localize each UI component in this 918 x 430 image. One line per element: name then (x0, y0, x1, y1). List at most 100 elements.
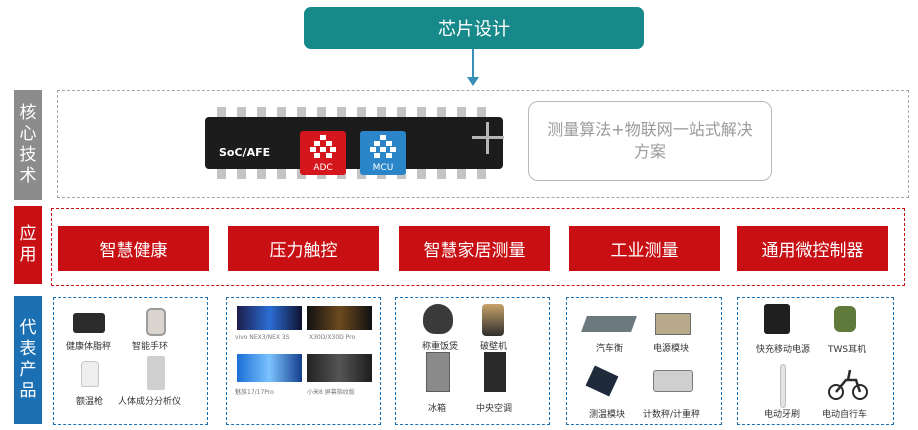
rice-cooker-icon (423, 304, 453, 334)
product-caption: vivo NEX3/NEX 3S (235, 334, 290, 341)
product-caption: TWS耳机 (828, 345, 867, 355)
body-analyzer-icon (147, 356, 165, 390)
app-label: 工业测量 (610, 241, 679, 261)
phone-meizu-image (237, 354, 302, 382)
product-caption: 电动自行车 (822, 410, 868, 420)
app-industrial: 工业测量 (569, 226, 720, 271)
product-caption: 健康体脂秤 (66, 342, 112, 352)
phone-x30d-image (307, 306, 372, 330)
products-touch: vivo NEX3/NEX 3S X30D/X30D Pro 魅族17/17Pr… (226, 297, 381, 425)
products-mcu: 快充移动电源 TWS耳机 电动牙刷 电动自行车 (737, 297, 894, 425)
chip-body: SoC/AFE ADC MCU (205, 117, 503, 175)
mcu-grid-icon (370, 135, 396, 158)
down-arrow-icon (467, 77, 479, 86)
mcu-label: MCU (372, 163, 394, 173)
chip-pin (437, 169, 446, 179)
product-caption: 破壁机 (480, 342, 508, 352)
solution-text: 测量算法+物联网一站式解决方案 (547, 120, 753, 161)
e-bike-icon (828, 366, 868, 400)
chip-pin (417, 169, 426, 179)
product-caption: 电动牙刷 (764, 410, 801, 420)
chip-pin (217, 107, 226, 117)
chip-pin (457, 169, 466, 179)
section-char: 核 (19, 103, 37, 123)
section-char: 用 (19, 245, 37, 265)
app-label: 压力触控 (269, 241, 338, 261)
app-smart-health: 智慧健康 (58, 226, 209, 271)
chip-pin (257, 107, 266, 117)
chip-pin (457, 107, 466, 117)
product-caption: 测温模块 (589, 410, 626, 420)
app-mcu: 通用微控制器 (737, 226, 888, 271)
soc-chip-image: SoC/AFE ADC MCU (205, 107, 503, 179)
product-caption: 汽车衡 (596, 344, 624, 354)
chip-pin (397, 107, 406, 117)
section-label-application: 应 用 (14, 206, 42, 284)
chip-pin (477, 107, 486, 117)
chip-pin (237, 107, 246, 117)
product-caption: 电源模块 (653, 344, 690, 354)
chip-pin (377, 107, 386, 117)
application-frame (51, 208, 905, 286)
body-fat-scale-icon (73, 313, 105, 333)
app-pressure-touch: 压力触控 (228, 226, 379, 271)
chip-pin (277, 107, 286, 117)
temp-module-icon (585, 365, 619, 397)
section-label-core-tech: 核 心 技 术 (14, 90, 42, 200)
adc-label: ADC (313, 163, 333, 173)
phone-vivo-image (237, 306, 302, 330)
electric-toothbrush-icon (780, 364, 786, 408)
core-tech-frame (57, 90, 909, 198)
section-char: 产 (19, 360, 37, 380)
app-label: 智慧健康 (99, 241, 168, 261)
chip-pin (337, 107, 346, 117)
product-caption: 冰箱 (428, 404, 447, 414)
adc-tile: ADC (300, 131, 346, 175)
product-caption: 快充移动电源 (756, 345, 811, 355)
product-caption: 人体成分分析仪 (118, 397, 182, 407)
section-char: 代 (19, 318, 37, 338)
section-char: 术 (19, 166, 37, 186)
section-char: 技 (19, 145, 37, 165)
product-caption: 智能手环 (132, 342, 169, 352)
product-caption: 称重饭煲 (422, 342, 459, 352)
chip-pin (317, 107, 326, 117)
product-caption: 中央空调 (476, 404, 513, 414)
product-caption: 小米8 屏幕指纹版 (307, 389, 355, 396)
solution-box: 测量算法+物联网一站式解决方案 (528, 101, 772, 181)
chip-pin (477, 169, 486, 179)
chip-pin (437, 107, 446, 117)
products-home: 称重饭煲 破壁机 冰箱 中央空调 (395, 297, 550, 425)
chip-pin (257, 169, 266, 179)
products-health: 健康体脂秤 智能手环 额温枪 人体成分分析仪 (53, 297, 208, 425)
section-char: 心 (19, 124, 37, 144)
air-conditioner-icon (484, 352, 506, 392)
power-bank-icon (764, 304, 790, 334)
chip-design-box: 芯片设计 (304, 7, 644, 49)
smart-band-icon (146, 308, 166, 336)
chip-pin (357, 107, 366, 117)
product-caption: 魅族17/17Pro (235, 389, 274, 396)
product-caption: X30D/X30D Pro (309, 334, 356, 341)
refrigerator-icon (426, 352, 450, 392)
app-label: 通用微控制器 (761, 241, 864, 261)
app-label: 智慧家居测量 (423, 241, 526, 261)
chip-pin (217, 169, 226, 179)
truck-scale-icon (581, 316, 637, 332)
mcu-tile: MCU (360, 131, 406, 175)
section-char: 表 (19, 339, 37, 359)
power-module-icon (655, 313, 691, 335)
plus-icon (472, 122, 504, 154)
section-label-products: 代 表 产 品 (14, 296, 42, 424)
chip-design-title: 芯片设计 (438, 19, 510, 40)
chip-pin (277, 169, 286, 179)
chip-pin (297, 107, 306, 117)
section-char: 品 (19, 381, 37, 401)
phone-mi8-image (307, 354, 372, 382)
blender-icon (482, 304, 504, 336)
down-arrow-line (472, 49, 474, 79)
counting-scale-icon (653, 370, 693, 392)
section-char: 应 (19, 224, 37, 244)
products-industry: 汽车衡 电源模块 测温模块 计数秤/计重秤 (566, 297, 722, 425)
app-smart-home: 智慧家居测量 (399, 226, 550, 271)
